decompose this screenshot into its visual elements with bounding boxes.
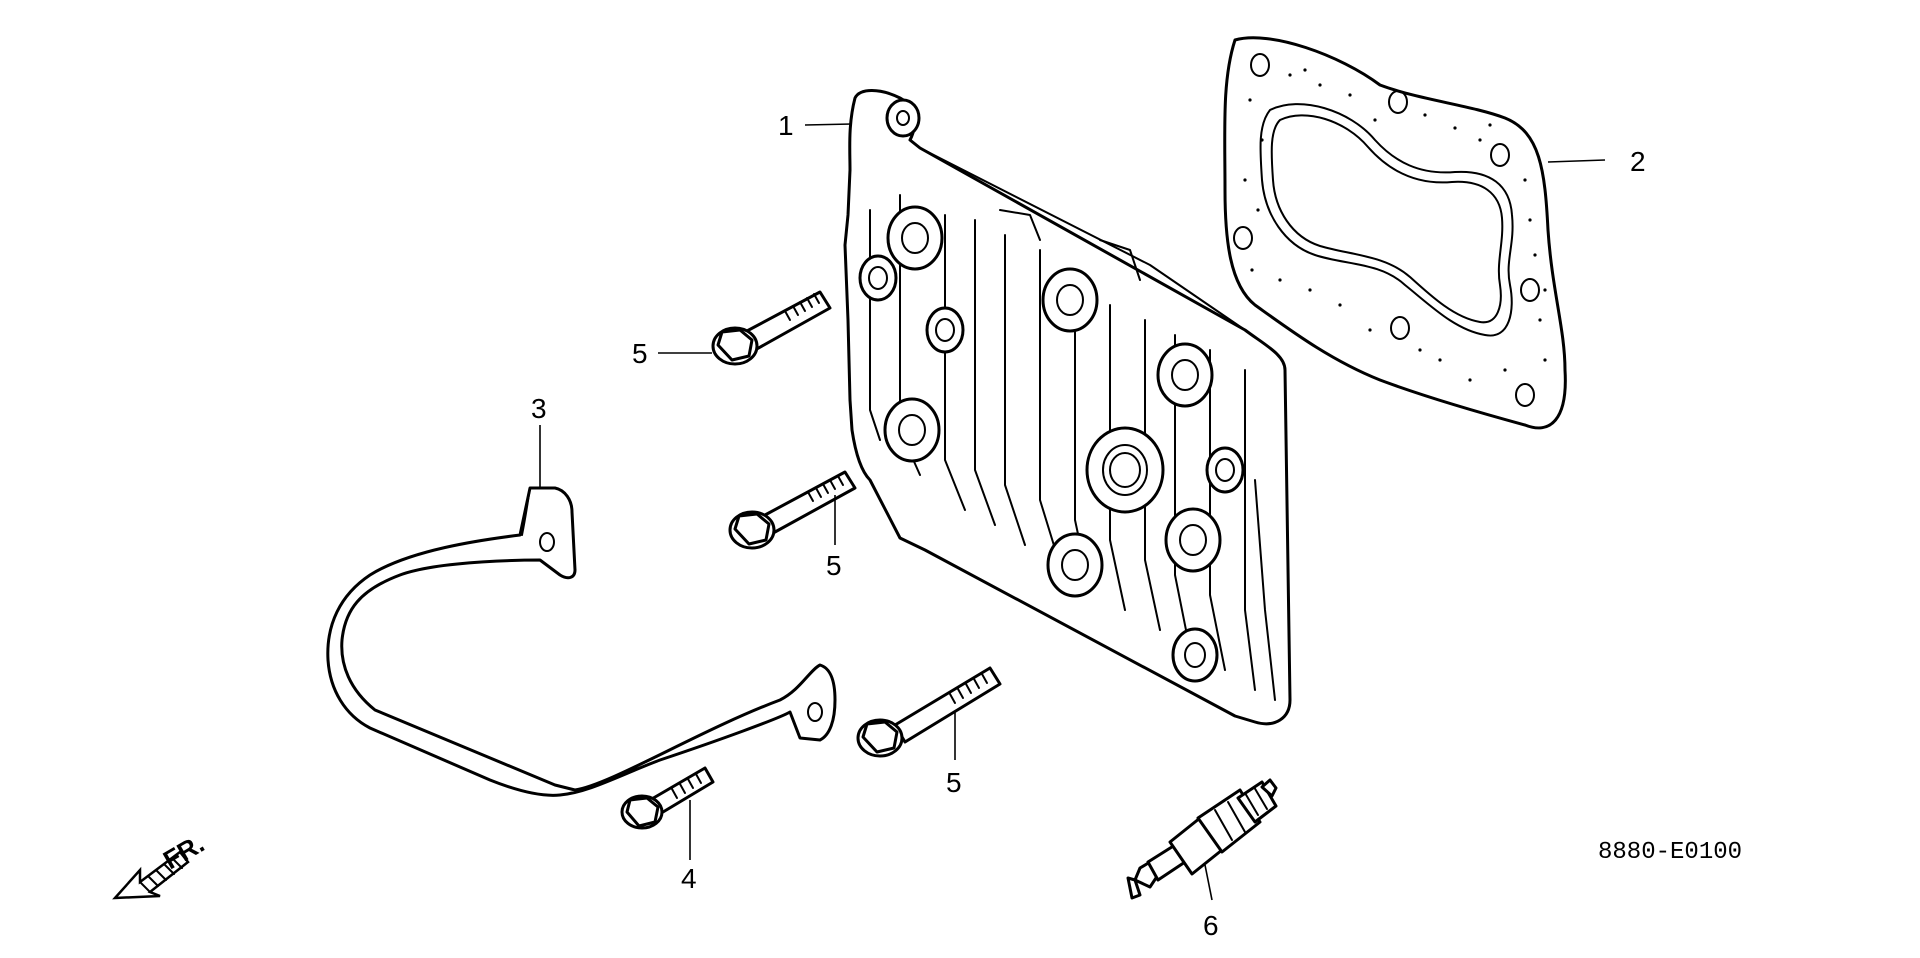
cylinder-head-gasket[interactable]	[1223, 36, 1567, 430]
flange-bolt-upper[interactable]	[711, 290, 832, 366]
front-indicator: FR.	[112, 828, 209, 900]
flange-bolt-lower[interactable]	[856, 666, 1002, 758]
flange-bolt-middle[interactable]	[728, 470, 857, 550]
spark-plug[interactable]	[1126, 778, 1278, 900]
cylinder-head[interactable]	[843, 89, 1292, 726]
callout-2-label: 2	[1630, 146, 1646, 177]
callout-5a-label: 5	[632, 338, 648, 369]
callout-5b-label: 5	[826, 550, 842, 581]
figure-code: 8880-E0100	[1598, 839, 1742, 866]
callout-3-label: 3	[531, 393, 547, 424]
callout-5c: 5	[946, 712, 962, 798]
callout-6-label: 6	[1203, 910, 1219, 941]
callout-3: 3	[531, 393, 547, 488]
lifting-handle-bracket[interactable]	[326, 486, 837, 797]
callout-5a: 5	[632, 338, 712, 369]
callout-1-label: 1	[778, 110, 794, 141]
callout-5c-label: 5	[946, 767, 962, 798]
callout-1: 1	[778, 110, 853, 141]
callout-2: 2	[1547, 146, 1646, 177]
arrow-front-icon	[112, 850, 190, 900]
callout-5b: 5	[826, 495, 842, 581]
callout-6: 6	[1203, 864, 1219, 941]
flange-bolt-small[interactable]	[620, 766, 715, 830]
callout-4: 4	[681, 800, 697, 894]
callout-4-label: 4	[681, 863, 697, 894]
